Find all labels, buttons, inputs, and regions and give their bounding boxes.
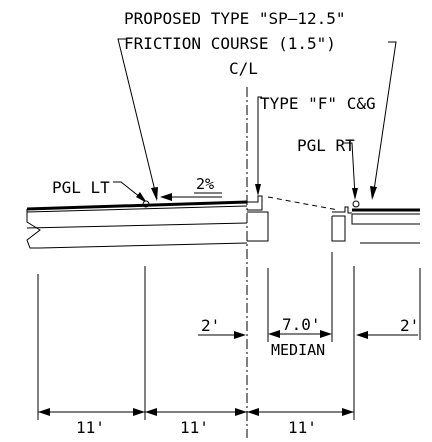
curb-gutter-leader xyxy=(255,96,262,196)
lane-2-dimension: 11' xyxy=(180,418,209,437)
offset-right-dimension-line xyxy=(356,331,418,339)
lane-dimension-line xyxy=(38,408,354,416)
pgl-right-label: PGL RT xyxy=(297,136,355,155)
median-width-dimension: 7.0' xyxy=(282,315,321,334)
lane-3-dimension: 11' xyxy=(288,418,317,437)
curb-gutter-label: TYPE "F" C&G xyxy=(260,94,376,113)
extension-lines xyxy=(37,252,421,420)
proposed-type-label: PROPOSED TYPE "SP—12.5" xyxy=(124,9,346,28)
median-curb-left xyxy=(247,195,269,242)
centerline-label: C/L xyxy=(229,59,258,78)
pgl-right-leader xyxy=(344,142,358,200)
median-width-dimension-line xyxy=(268,330,332,338)
pgl-left-leader xyxy=(113,181,147,203)
right-roadway-pavement xyxy=(351,208,420,244)
left-roadway-pavement xyxy=(26,200,248,249)
friction-course-leader-right xyxy=(370,41,397,200)
cross-slope-arrow xyxy=(160,193,222,201)
median-label: MEDIAN xyxy=(271,341,325,359)
pgl-right-point xyxy=(352,200,360,208)
median-curb-right xyxy=(331,206,352,242)
offset-left-dimension: 2' xyxy=(201,316,220,335)
pgl-left-label: PGL LT xyxy=(52,178,110,197)
offset-right-dimension: 2' xyxy=(400,316,419,335)
lane-1-dimension: 11' xyxy=(76,418,105,437)
friction-course-leader-left xyxy=(117,38,158,201)
friction-course-label: FRICTION COURSE (1.5") xyxy=(124,34,336,53)
offset-left-dimension-line xyxy=(198,331,246,339)
median-surface xyxy=(267,196,339,211)
cross-slope-label: 2% xyxy=(196,175,214,193)
